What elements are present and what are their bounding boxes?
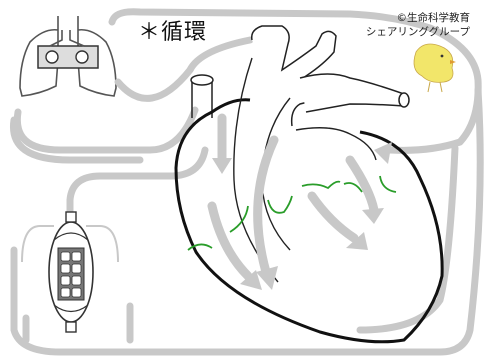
chick-mascot-icon: [413, 43, 456, 93]
heart-valves: [187, 175, 397, 251]
vessel-paths: [9, 8, 484, 356]
diagram-title: ＊循環: [138, 20, 208, 45]
lungs-icon: [19, 16, 117, 97]
credit-line-2: シェアリンググループ: [365, 26, 470, 38]
body-tissue-icon: [21, 211, 119, 333]
credit-line-1: ©生命科学教育: [396, 12, 471, 24]
heart-icon: [174, 25, 444, 344]
flow-arrow-icon: [207, 113, 379, 281]
